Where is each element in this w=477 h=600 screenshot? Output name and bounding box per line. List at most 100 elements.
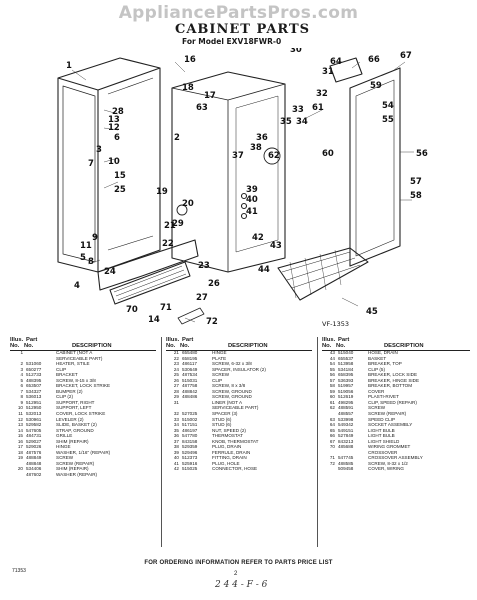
callout: 20 bbox=[182, 199, 194, 209]
part-description: BRACKET bbox=[56, 372, 78, 378]
illus-number: 16 bbox=[17, 438, 23, 444]
part-number: 547605 bbox=[26, 427, 42, 433]
illus-number: 70 bbox=[329, 444, 335, 450]
part-number: 534327 bbox=[26, 388, 42, 394]
callout: 70 bbox=[126, 305, 138, 315]
part-description: FERRULE, DRAIN bbox=[212, 449, 251, 455]
callout: 2 bbox=[174, 133, 180, 143]
handwritten-note: 2 4 4 - F - 6 bbox=[215, 580, 268, 590]
part-description: SPACER (3) bbox=[212, 411, 238, 417]
callout: 54 bbox=[382, 101, 394, 111]
document-code: 71353 bbox=[12, 568, 26, 574]
callout: 23 bbox=[198, 261, 210, 271]
callout: 34 bbox=[296, 117, 308, 127]
callout: 22 bbox=[162, 239, 174, 249]
callout: 39 bbox=[246, 185, 258, 195]
callout: 43 bbox=[270, 241, 282, 251]
part-number: 529026 bbox=[26, 444, 42, 450]
callout: 44 bbox=[258, 265, 270, 275]
callout: 18 bbox=[182, 83, 194, 93]
illus-number: 36 bbox=[173, 433, 179, 439]
illus-number: 20 bbox=[17, 466, 23, 472]
part-number: 509458 bbox=[338, 466, 354, 472]
part-number: 527025 bbox=[182, 411, 198, 417]
part-number: 529027 bbox=[26, 438, 42, 444]
part-number: 512733 bbox=[26, 372, 42, 378]
illus-number: 37 bbox=[173, 438, 179, 444]
callout: 26 bbox=[208, 279, 220, 289]
illus-number: 54 bbox=[329, 361, 335, 367]
part-number: 517151 bbox=[182, 422, 198, 428]
part-description: WIRING GROMMET bbox=[368, 444, 411, 450]
callout-labels: 1 2 3 4 5 6 7 8 9 10 11 12 13 14 15 16 1… bbox=[66, 48, 428, 328]
callout: 36 bbox=[256, 133, 268, 143]
callout: 9 bbox=[92, 233, 98, 243]
callout: 60 bbox=[322, 149, 334, 159]
header-no: No. bbox=[322, 343, 332, 349]
watermark: AppliancePartsPros.com bbox=[118, 3, 359, 23]
part-number: 513958 bbox=[338, 361, 354, 367]
part-description: CLIP bbox=[56, 366, 67, 372]
part-description: SERVICEABLE PART) bbox=[212, 405, 259, 411]
illus-number: 21 bbox=[173, 350, 179, 355]
part-number: 486117 bbox=[182, 361, 197, 367]
illus-number: 71 bbox=[329, 455, 335, 461]
part-number: 525916 bbox=[182, 460, 198, 466]
header-no: No. bbox=[336, 343, 346, 349]
callout: 67 bbox=[400, 51, 412, 61]
part-description: CLIP, SPEED (REPAIR) bbox=[368, 399, 417, 405]
part-number: 529359 bbox=[182, 444, 198, 450]
illus-number: 55 bbox=[329, 366, 335, 372]
part-number: 533998 bbox=[338, 416, 354, 422]
callout: 17 bbox=[204, 91, 216, 101]
callout: 37 bbox=[232, 151, 244, 161]
model-subtitle: For Model EXV18FWR-0 bbox=[182, 37, 282, 46]
callout: 8 bbox=[88, 257, 94, 267]
part-number: 488486 bbox=[182, 394, 198, 400]
part-description: BREAKER, HINGE SIDE bbox=[368, 377, 420, 383]
part-number: 515002 bbox=[182, 416, 198, 422]
illus-number: 7 bbox=[20, 388, 23, 394]
part-description: SLIDE, BASKET (2) bbox=[56, 422, 97, 428]
callout: 24 bbox=[104, 267, 116, 277]
illus-number: 28 bbox=[173, 388, 179, 394]
part-number: 486197 bbox=[182, 427, 198, 433]
part-description: CONNECTOR, HOSE bbox=[212, 466, 258, 472]
callout: 11 bbox=[80, 241, 92, 251]
table-row: CROSSOVER bbox=[322, 450, 470, 456]
callout: 19 bbox=[156, 187, 168, 197]
table-header: Illus. Part No. No. DESCRIPTION bbox=[322, 337, 470, 351]
part-number: 487758 bbox=[182, 383, 198, 389]
callout: 64 bbox=[330, 57, 342, 67]
page-title: CABINET PARTS bbox=[175, 22, 311, 37]
part-description: FITTING, DRAIN bbox=[212, 455, 247, 461]
part-description: SCREW, 8-15 x 3/8 bbox=[56, 377, 96, 383]
illus-number bbox=[10, 472, 26, 478]
illus-number: 31 bbox=[173, 399, 179, 405]
callout: 7 bbox=[88, 159, 94, 169]
illus-number: 38 bbox=[173, 444, 179, 450]
callout: 1 bbox=[66, 61, 72, 71]
part-description: SOCKET ASSEMBLY bbox=[368, 422, 413, 428]
part-number: 488395 bbox=[26, 377, 42, 383]
header-part: Part bbox=[182, 337, 194, 343]
callout: 16 bbox=[184, 55, 196, 65]
part-number: 529496 bbox=[182, 449, 198, 455]
part-description: SERVICEABLE PART) bbox=[56, 355, 103, 361]
part-number: 536013 bbox=[26, 394, 42, 400]
illus-number: 44 bbox=[329, 355, 335, 361]
